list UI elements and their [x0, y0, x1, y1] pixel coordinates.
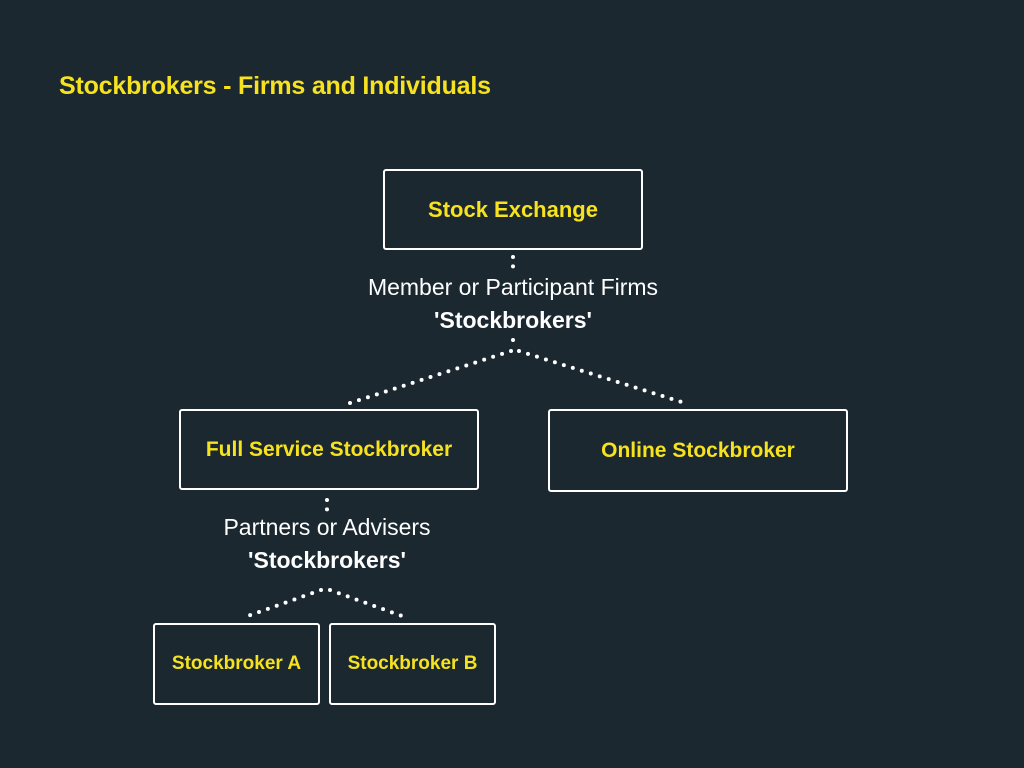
- node-stockbroker-b-label: Stockbroker B: [347, 653, 478, 674]
- node-stock-exchange: Stock Exchange: [383, 169, 643, 250]
- node-full-service-stockbroker: Full Service Stockbroker: [179, 409, 479, 490]
- members-label-bold: 'Stockbrokers': [434, 307, 592, 333]
- node-stockbroker-b: Stockbroker B: [329, 623, 496, 705]
- connector-partners-to-broker-a: [243, 588, 323, 619]
- partners-label-bold: 'Stockbrokers': [248, 547, 406, 573]
- node-online-label: Online Stockbroker: [601, 438, 795, 462]
- node-stock-exchange-label: Stock Exchange: [428, 196, 598, 222]
- partners-label: Partners or Advisers: [223, 514, 431, 540]
- node-online-stockbroker: Online Stockbroker: [548, 409, 848, 492]
- node-full-service-label: Full Service Stockbroker: [205, 437, 453, 461]
- members-label: Member or Participant Firms: [367, 274, 659, 300]
- diagram-title: Stockbrokers - Firms and Individuals: [59, 72, 491, 100]
- connector-partners-to-broker-b: [328, 588, 404, 618]
- node-stockbroker-a-label: Stockbroker A: [171, 653, 302, 674]
- connector-members-to-online: [517, 349, 690, 406]
- connector-members-to-full-service: [342, 349, 513, 407]
- node-stockbroker-a: Stockbroker A: [153, 623, 320, 705]
